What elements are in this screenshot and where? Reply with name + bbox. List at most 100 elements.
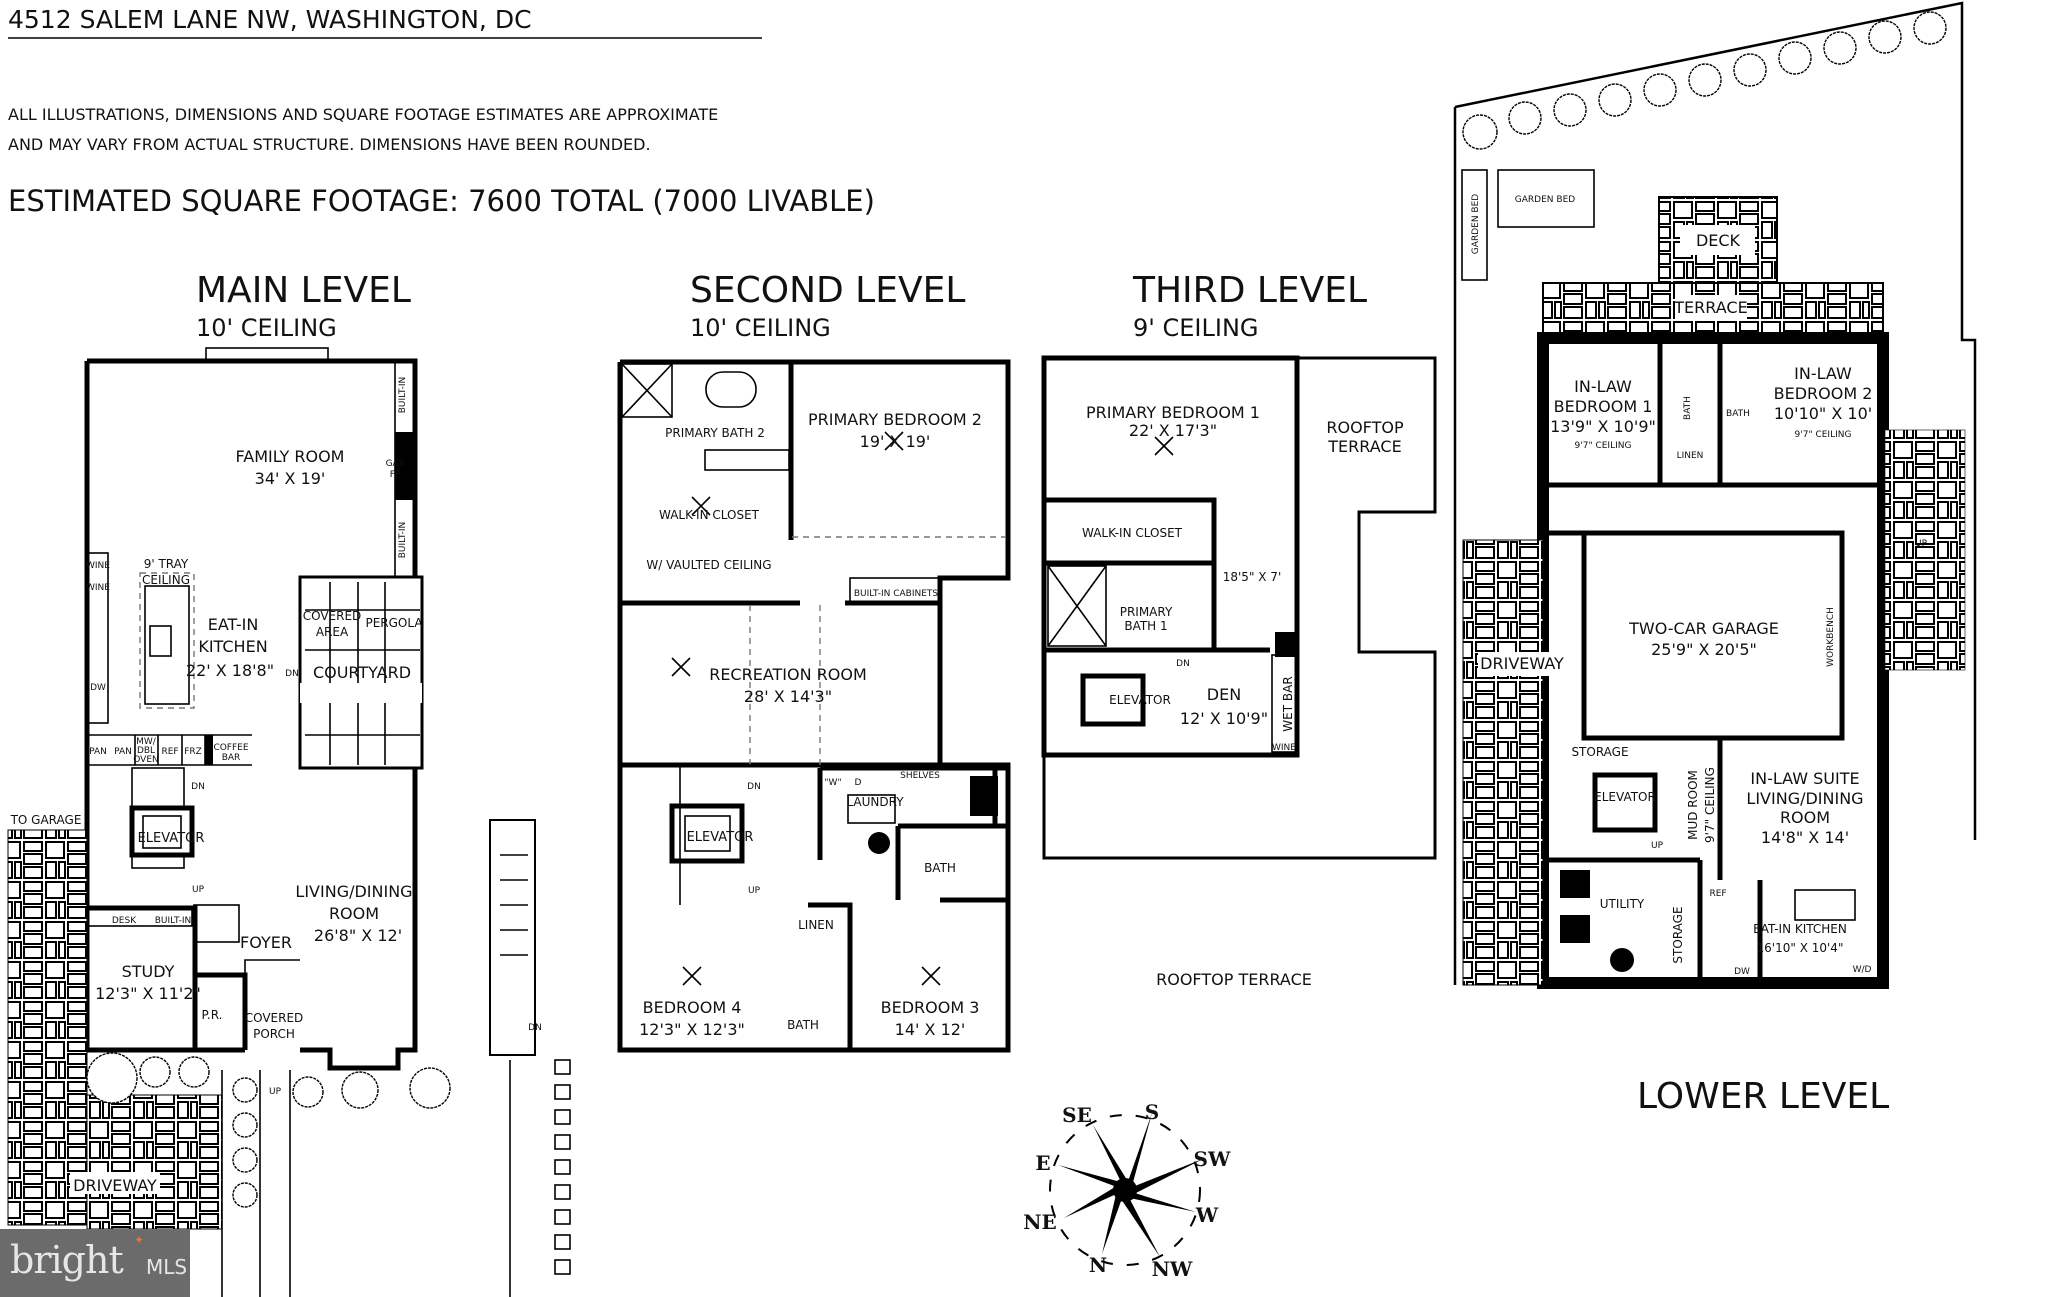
- compass-e: E: [1035, 1151, 1050, 1175]
- eat-in-kitchen-label: EAT-IN KITCHEN: [1753, 922, 1847, 936]
- laundry-label: LAUNDRY: [846, 795, 904, 809]
- in-law-suite-label: IN-LAW SUITE: [1750, 769, 1859, 788]
- oven-label-3: OVEN: [133, 755, 159, 765]
- vaulted-ceiling-label: W/ VAULTED CEILING: [646, 558, 771, 572]
- third-level-ceiling: 9' CEILING: [1133, 314, 1259, 342]
- oven-label-2: DBL: [137, 746, 155, 756]
- bath-label-2: BATH: [1726, 409, 1750, 419]
- stairs-up-label: UP: [192, 885, 205, 895]
- in-law-bedroom-2-ceiling: 9'7" CEILING: [1795, 430, 1852, 440]
- disclaimer-line-1: ALL ILLUSTRATIONS, DIMENSIONS AND SQUARE…: [8, 105, 718, 124]
- study-dimensions: 12'3" X 11'2": [95, 984, 201, 1003]
- built-in-label-2: BUILT-IN: [398, 522, 408, 559]
- dishwasher-label: DW: [1734, 967, 1750, 977]
- stairs-up-label: UP: [748, 886, 761, 896]
- fridge-label: REF: [1709, 889, 1726, 899]
- compass-nw: NW: [1152, 1257, 1193, 1281]
- workbench-label: WORKBENCH: [1826, 607, 1836, 667]
- main-level-plan: MAIN LEVEL 10' CEILING: [7, 270, 571, 1297]
- bedroom-4-dimensions: 12'3" X 12'3": [639, 1020, 745, 1039]
- foyer-label: FOYER: [240, 933, 292, 952]
- stairs-dn-label: DN: [1176, 659, 1190, 669]
- primary-bath-2-label: PRIMARY BATH 2: [665, 426, 765, 440]
- in-law-bedroom-1-dimensions: 13'9" X 10'9": [1550, 417, 1656, 436]
- wine-label: WINE: [1272, 743, 1296, 753]
- desk-label: DESK: [112, 916, 137, 926]
- driveway-label: DRIVEWAY: [73, 1176, 157, 1195]
- tree-icon: [86, 1052, 451, 1208]
- walk-in-closet-label: WALK-IN CLOSET: [1082, 526, 1183, 540]
- third-level-plan: THIRD LEVEL 9' CEILING PRIMARY BEDROOM 1…: [1041, 270, 1437, 989]
- covered-area-label: COVERED: [303, 609, 362, 623]
- primary-bath-1-label: PRIMARY: [1120, 605, 1173, 619]
- elevator-label: ELEVATOR: [1109, 693, 1171, 707]
- in-law-bedroom-1-label-2: BEDROOM 1: [1554, 397, 1653, 416]
- recreation-room-dimensions: 28' X 14'3": [744, 687, 832, 706]
- eat-in-kitchen-dimensions: 16'10" X 10'4": [1757, 941, 1844, 955]
- mud-room-ceiling: 9'7" CEILING: [1703, 767, 1717, 843]
- covered-porch-label-2: PORCH: [253, 1027, 295, 1041]
- deck-label: DECK: [1696, 231, 1741, 250]
- in-law-bedroom-1-label: IN-LAW: [1574, 377, 1632, 396]
- in-law-bedroom-2-label-2: BEDROOM 2: [1774, 384, 1873, 403]
- tree-icon: [1462, 11, 1947, 150]
- disclaimer-line-2: AND MAY VARY FROM ACTUAL STRUCTURE. DIME…: [8, 135, 651, 154]
- den-label: DEN: [1207, 685, 1241, 704]
- elevator-label: ELEVATOR: [1594, 790, 1656, 804]
- rooftop-terrace-label-2: TERRACE: [1327, 437, 1401, 456]
- family-room-label: FAMILY ROOM: [236, 447, 345, 466]
- second-level-plan: SECOND LEVEL 10' CEILING PRIMARY BATH 2 …: [617, 270, 1011, 1053]
- in-law-bedroom-1-ceiling: 9'7" CEILING: [1575, 441, 1632, 451]
- living-dining-label-2: ROOM: [329, 904, 379, 923]
- rooftop-terrace-label: ROOFTOP: [1326, 418, 1404, 437]
- walk-in-closet-label: WALK-IN CLOSET: [659, 508, 760, 522]
- rooftop-terrace-bottom-label: ROOFTOP TERRACE: [1156, 970, 1312, 989]
- to-garage-label: TO GARAGE: [10, 813, 82, 827]
- driveway-label: DRIVEWAY: [1480, 654, 1564, 673]
- study-label: STUDY: [122, 962, 175, 981]
- primary-bedroom-2-dimensions: 19' X 19': [860, 432, 931, 451]
- main-level-title: MAIN LEVEL: [196, 270, 411, 311]
- gas-fireplace-label: GAS: [386, 459, 405, 469]
- in-law-suite-label-3: ROOM: [1780, 808, 1830, 827]
- study-built-in-label: BUILT-IN: [155, 916, 192, 926]
- hall-bath-label: BATH: [787, 1018, 819, 1032]
- square-footage: ESTIMATED SQUARE FOOTAGE: 7600 TOTAL (70…: [8, 184, 875, 218]
- powder-room-label: P.R.: [202, 1008, 223, 1022]
- terrace-label: TERRACE: [1673, 298, 1747, 317]
- second-level-ceiling: 10' CEILING: [690, 314, 831, 342]
- storage-side-label: STORAGE: [1671, 906, 1685, 963]
- washer-dryer-label: W/D: [1853, 965, 1872, 975]
- oven-label: MW/: [136, 737, 157, 747]
- compass-n: N: [1089, 1253, 1107, 1277]
- ceiling-fan-icon: [671, 431, 941, 986]
- in-law-suite-dimensions: 14'8" X 14': [1761, 828, 1849, 847]
- coffee-bar-label-2: BAR: [222, 753, 241, 763]
- in-law-bedroom-2-dimensions: 10'10" X 10': [1774, 404, 1872, 423]
- kitchen-label-2: KITCHEN: [198, 637, 267, 656]
- courtyard-label: COURTYARD: [313, 663, 411, 682]
- compass-rose-icon: SE S SW E W NE N NW: [1023, 1100, 1231, 1281]
- elevator-label: ELEVATOR: [138, 831, 205, 846]
- compass-ne: NE: [1023, 1210, 1057, 1234]
- wet-bar-label: WET BAR: [1281, 676, 1295, 731]
- utility-label: UTILITY: [1600, 897, 1645, 911]
- shelves-label: SHELVES: [900, 771, 940, 781]
- recreation-room-label: RECREATION ROOM: [709, 665, 867, 684]
- bath-label: BATH: [1683, 396, 1693, 420]
- third-level-title: THIRD LEVEL: [1132, 270, 1367, 311]
- fridge-label: REF: [161, 747, 178, 757]
- elevator-label: ELEVATOR: [687, 830, 754, 845]
- pergola-label: PERGOLA: [365, 616, 423, 630]
- dryer-label: D: [855, 778, 862, 788]
- address-title: 4512 SALEM LANE NW, WASHINGTON, DC: [8, 5, 532, 34]
- walk-up-label: UP: [269, 1087, 282, 1097]
- kitchen-label: EAT-IN: [208, 615, 259, 634]
- covered-area-label-2: AREA: [316, 625, 349, 639]
- in-law-suite-label-2: LIVING/DINING: [1746, 789, 1863, 808]
- living-dining-label: LIVING/DINING: [295, 882, 412, 901]
- wine-label-2: WINE: [86, 583, 110, 593]
- compass-w: W: [1195, 1203, 1219, 1227]
- garage-dimensions: 25'9" X 20'5": [1651, 640, 1757, 659]
- kitchen-dn-label: DN: [285, 669, 299, 679]
